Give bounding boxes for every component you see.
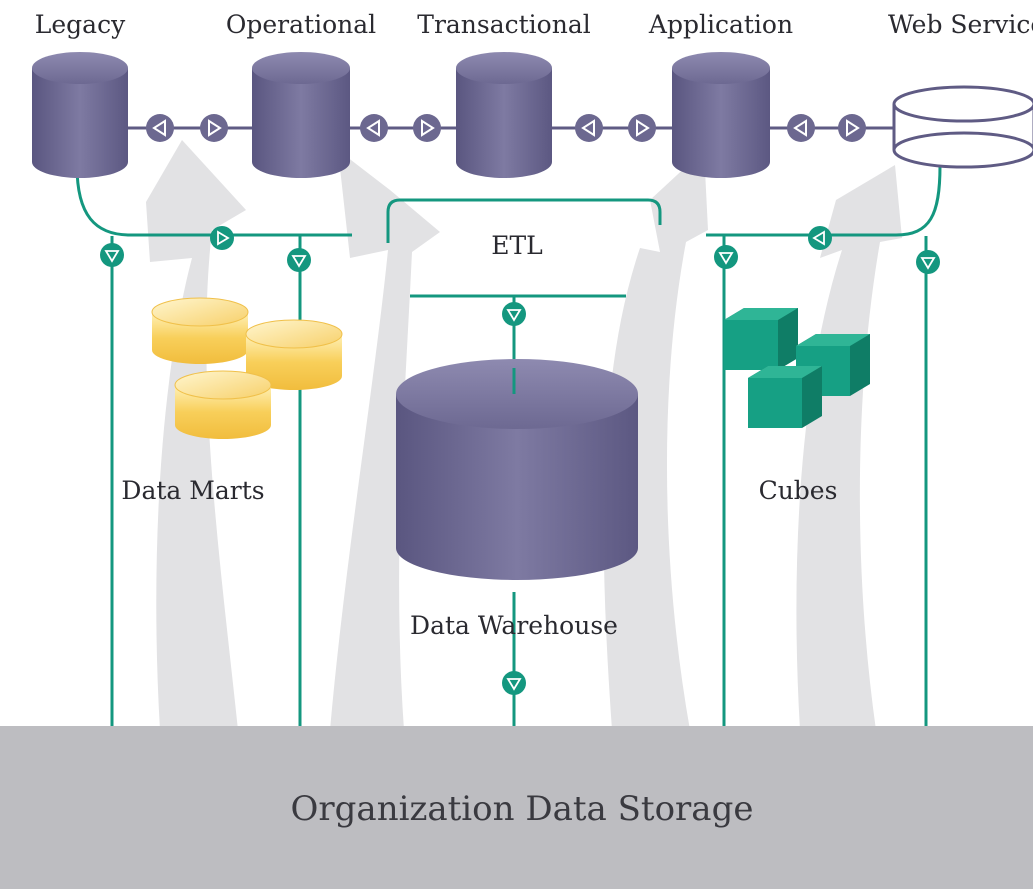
source-label-legacy: Legacy (35, 10, 126, 39)
left-arrow-icon (787, 114, 815, 142)
web-services-connector-arc (706, 165, 942, 237)
organization-data-storage-label: Organization Data Storage (291, 789, 754, 829)
data-marts-icon (151, 297, 343, 439)
data-warehouse-label: Data Warehouse (410, 611, 618, 640)
source-cylinder-legacy (32, 52, 128, 178)
right-arrow-icon (838, 114, 866, 142)
data-warehouse-cylinder (396, 359, 638, 580)
down-arrow-icon (502, 671, 526, 695)
right-arrow-icon (210, 226, 234, 250)
legacy-connector-arc (75, 165, 352, 237)
flow-arrow-to-operational (330, 150, 440, 730)
left-arrow-icon (575, 114, 603, 142)
left-arrow-icon (808, 226, 832, 250)
right-arrow-icon (628, 114, 656, 142)
connector-arrow-buttons (100, 226, 940, 695)
source-label-operational: Operational (226, 10, 376, 39)
source-link-buttons (146, 114, 866, 142)
source-cylinder-operational (252, 52, 350, 178)
down-arrow-icon (502, 302, 526, 326)
source-cylinder-transactional (456, 52, 552, 178)
right-arrow-icon (200, 114, 228, 142)
down-arrow-icon (100, 243, 124, 267)
source-label-application: Application (648, 10, 793, 39)
down-arrow-icon (714, 245, 738, 269)
source-label-web-services: Web Services (888, 10, 1033, 39)
flow-arrow-to-application (603, 150, 708, 730)
right-arrow-icon (413, 114, 441, 142)
cubes-icon (724, 308, 870, 428)
flow-arrow-to-web-services (796, 165, 902, 730)
etl-bracket (386, 198, 662, 243)
left-arrow-icon (146, 114, 174, 142)
source-cylinder-web-services (892, 85, 1033, 169)
down-arrow-icon (916, 250, 940, 274)
etl-label: ETL (491, 231, 543, 260)
down-arrow-icon (287, 248, 311, 272)
source-cylinder-application (672, 52, 770, 178)
teal-connectors (75, 165, 942, 726)
source-label-transactional: Transactional (417, 10, 590, 39)
organization-data-storage-bar (0, 726, 1033, 889)
data-marts-label: Data Marts (121, 476, 264, 505)
cubes-label: Cubes (759, 476, 838, 505)
left-arrow-icon (360, 114, 388, 142)
